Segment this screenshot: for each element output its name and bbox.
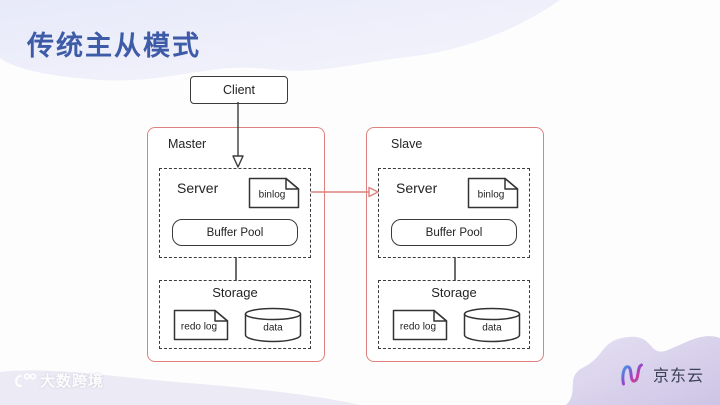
slave-storage-box: Storage redo log data [378,280,530,349]
slave-storage-label: Storage [431,285,477,300]
jd-cloud-icon [621,363,643,386]
master-group-box: Master Server binlog Buffer Pool Storage [147,127,325,362]
slave-data-label: data [482,322,502,334]
slave-data-cylinder-icon: data [463,307,521,343]
slave-binlog-file-icon: binlog [467,177,519,209]
master-data-label: data [263,322,283,334]
brand-name: 京东云 [653,368,705,385]
master-redo-log-file-icon: redo log [173,309,229,341]
master-binlog-file-icon: binlog [248,177,300,209]
slave-binlog-label: binlog [477,189,505,201]
slide-title: 传统主从模式 [27,31,201,61]
master-label: Master [168,137,207,151]
client-node: Client [190,76,288,104]
client-label: Client [223,83,255,97]
master-server-label: Server [177,180,219,196]
slave-redo-log-label: redo log [399,321,437,333]
slave-server-box: Server binlog Buffer Pool [378,168,530,258]
master-redo-log-label: redo log [180,321,218,333]
brand-logo: 京东云 [620,360,704,388]
master-storage-label: Storage [212,285,258,300]
slave-server-label: Server [396,180,438,196]
slave-label: Slave [391,137,423,151]
slave-group-box: Slave Server binlog Buffer Pool Storage [366,127,544,362]
master-storage-box: Storage redo log data [159,280,311,349]
slave-buffer-pool-label: Buffer Pool [425,226,483,239]
watermark-text: 大数跨境 [40,373,105,390]
watermark-logo-icon [15,373,36,387]
master-binlog-label: binlog [258,189,286,201]
master-buffer-pool-label: Buffer Pool [206,226,264,239]
slave-buffer-pool-box: Buffer Pool [391,219,517,246]
master-server-box: Server binlog Buffer Pool [159,168,311,258]
watermark: 大数跨境 [12,370,104,391]
master-buffer-pool-box: Buffer Pool [172,219,298,246]
master-data-cylinder-icon: data [244,307,302,343]
slave-redo-log-file-icon: redo log [392,309,448,341]
